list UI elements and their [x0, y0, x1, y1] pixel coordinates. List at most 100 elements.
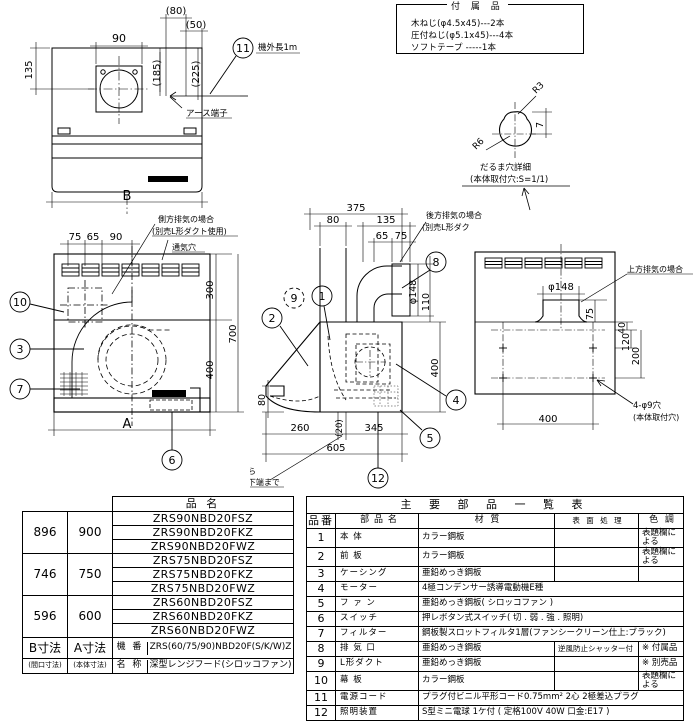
dim-225: (225)	[191, 60, 202, 87]
part-material: カラー鋼板	[418, 528, 555, 548]
part-surface	[554, 655, 639, 672]
attachment-line-2: 圧付ねじ(φ5.1x45)---4本	[411, 31, 514, 41]
rear-exhaust-note-2: (別売L形ダク	[422, 222, 470, 232]
dim-75: 75	[69, 232, 82, 243]
part-number: 4	[306, 580, 336, 597]
callout-7: 7	[17, 383, 24, 396]
dim-75-rear: 75	[585, 308, 596, 320]
dim-200: 200	[631, 347, 642, 365]
mounting-hole-note-2: (本体取付穴)	[633, 412, 679, 422]
parts-col-header: 部 品 名	[335, 513, 419, 529]
callout-2: 2	[269, 312, 276, 325]
parts-table-title: 主 要 部 品 一 覧 表	[306, 496, 684, 514]
model-name: ZRS75NBD20FSZ	[112, 553, 294, 568]
dim-120: 120	[621, 333, 632, 351]
model-name: ZRS90NBD20FSZ	[112, 511, 294, 526]
keyhole-label-2: (本体取付穴:S=1/1)	[470, 174, 548, 185]
keyhole-detail: R3 R6 7 だるま穴詳細 (本体取付穴:S=1/1)	[440, 78, 625, 213]
meisho-key: 名 称	[113, 659, 148, 673]
part-material: 鋼板製スロットフィルタ1層(ファンシークリーン仕上:ブラック)	[418, 625, 684, 642]
product-table-header: 品 名	[112, 496, 294, 512]
part-number: 12	[306, 704, 336, 721]
dim-B: B	[123, 189, 132, 204]
filter-note-1: 製品下端から	[250, 466, 256, 476]
ground-terminal-label: アース端子	[186, 108, 228, 119]
dim-345: 345	[364, 423, 383, 434]
model-name: ZRS90NBD20FWZ	[112, 539, 294, 554]
part-material: 亜鉛めっき鋼板	[418, 565, 555, 582]
part-name: モーター	[335, 580, 419, 597]
side-exhaust-note-1: 側方排気の場合	[158, 214, 214, 224]
table-header-row: 品番部 品 名材 質表 面 処 理色 調	[306, 513, 684, 529]
kiban-key: 機 番	[113, 641, 148, 655]
part-surface	[554, 565, 639, 582]
part-surface	[554, 670, 639, 691]
a-dim-label: A寸法	[67, 637, 113, 659]
dim-80-vert: 80	[257, 394, 268, 406]
b-dim-label: B寸法	[22, 637, 68, 659]
dim-80-sec: 80	[327, 215, 340, 226]
part-number: 2	[306, 546, 336, 567]
part-name: 本 体	[335, 528, 419, 548]
rear-exhaust-note-1: 後方排気の場合	[426, 210, 482, 220]
part-material: カラー鋼板	[418, 670, 555, 691]
dim-65: 65	[87, 232, 100, 243]
part-name: 照明装置	[335, 704, 419, 721]
callout-4: 4	[453, 394, 460, 407]
dim-a-value: 600	[67, 595, 113, 638]
callout-3: 3	[17, 343, 24, 356]
part-color: 表題欄による	[638, 528, 684, 548]
part-name: L形ダクト	[335, 655, 419, 672]
part-color: ※ 別売品	[638, 655, 684, 672]
callout-10: 10	[13, 296, 27, 309]
dim-a-value: 750	[67, 553, 113, 596]
keyhole-label-1: だるま穴詳細	[480, 162, 531, 173]
part-name: 電源コード	[335, 689, 419, 706]
table-row: 主 要 部 品 一 覧 表	[306, 496, 684, 514]
top-view: 90 135 (80) (50) (185) (225) アース端子 11 機外…	[0, 0, 330, 215]
attachment-title: 付 属 品	[447, 0, 508, 12]
part-material: プラグ付ビニル平形コード0.75mm² 2心 2極差込プラグ	[418, 689, 684, 706]
part-name: フィルター	[335, 625, 419, 642]
external-length-note: 機外長1m	[258, 42, 297, 53]
part-color	[638, 565, 684, 582]
part-material: 押レボタン式スイッチ( 切 . 弱 . 強 . 照明)	[418, 610, 684, 627]
parts-col-header: 表 面 処 理	[554, 513, 639, 529]
model-name: ZRS90NBD20FKZ	[112, 525, 294, 540]
parts-col-header: 材 質	[418, 513, 555, 529]
parts-col-header: 色 調	[638, 513, 684, 529]
callout-9: 9	[291, 292, 298, 305]
model-name: ZRS75NBD20FWZ	[112, 581, 294, 596]
side-section-view: 375 80 135 65 75 後方排気の場合 (別売L形ダク φ148 11…	[250, 200, 490, 490]
filter-note-2: フィルター下端まで	[250, 477, 280, 487]
part-color: 表題欄による	[638, 670, 684, 691]
attachment-list: 付 属 品 木ねじ(φ4.5x45)---2本 圧付ねじ(φ5.1x45)---…	[396, 0, 584, 54]
dim-R6: R6	[471, 136, 487, 152]
dim-phi148-rear: φ148	[548, 282, 574, 293]
dim-700: 700	[228, 324, 239, 343]
dim-75-sec: 75	[395, 231, 408, 242]
dim-300: 300	[205, 280, 216, 299]
dim-400-sec: 400	[430, 358, 441, 377]
part-material: S型ミニ電球 1ケ付 ( 定格100V 40W 口金:E17 )	[418, 704, 684, 721]
rear-view: φ148 75 40 120 200 400 上方排気の場合 4-φ9穴 (本体…	[455, 230, 700, 480]
dim-185: (185)	[152, 59, 163, 86]
dim-50: (50)	[186, 20, 207, 31]
dim-20: (20)	[335, 419, 345, 436]
table-row: 品 名	[23, 496, 294, 512]
part-number: 3	[306, 565, 336, 582]
meisho-value: 深型レンジフード(シロッコファン)	[149, 660, 292, 671]
callout-8: 8	[433, 256, 440, 269]
part-material: 亜鉛めっき鋼板( シロッコファン )	[418, 595, 684, 612]
